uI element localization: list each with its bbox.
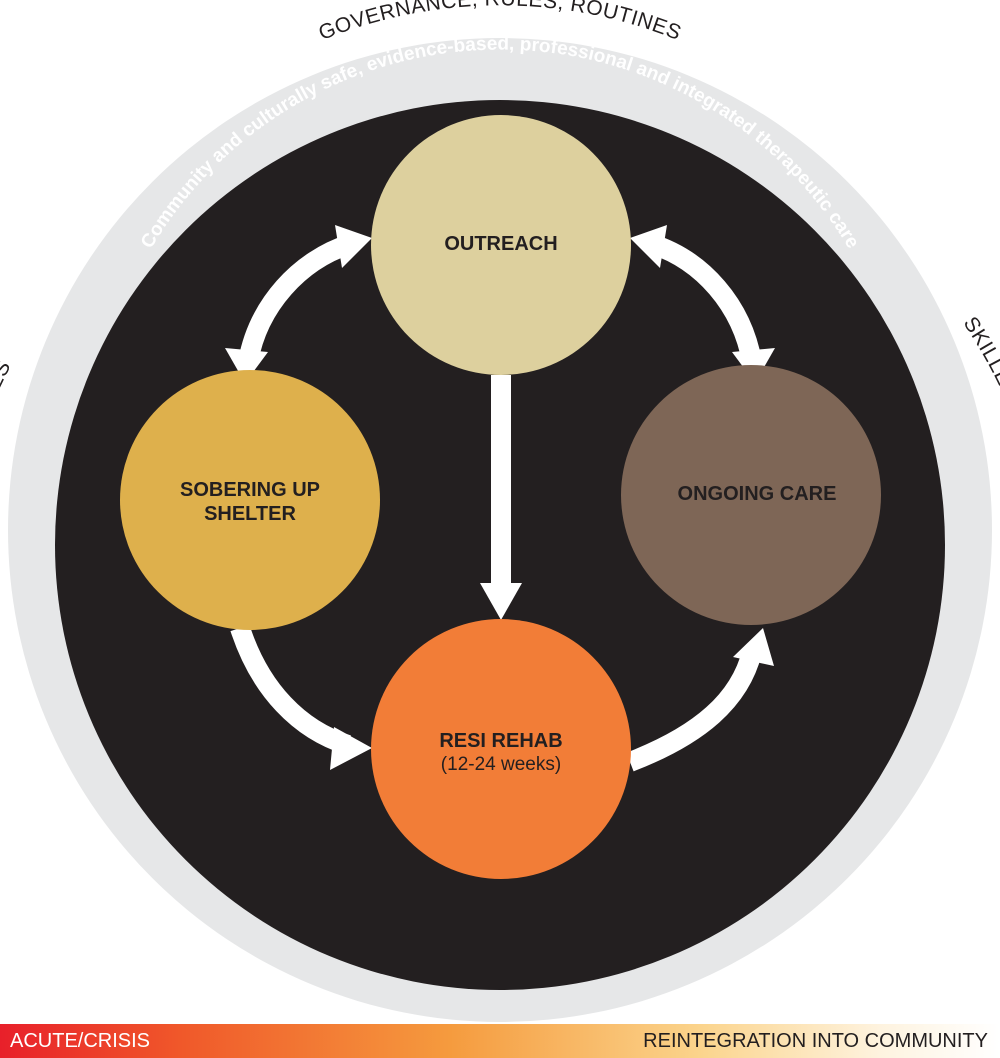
ongoing-circle (621, 365, 881, 625)
acute-to-reintegration-bar (0, 1024, 1000, 1058)
resi-label: RESI REHAB (439, 730, 562, 752)
arrowhead-outreach-resi (480, 583, 522, 620)
resi-circle (371, 619, 631, 879)
resi-sublabel: (12-24 weeks) (441, 754, 561, 775)
node-sobering-up-shelter: SOBERING UP SHELTER (120, 370, 380, 630)
arrow-outreach-sobering (238, 234, 354, 364)
node-resi-rehab: RESI REHAB (12-24 weeks) (371, 619, 631, 879)
arrow-outreach-ongoing (648, 234, 762, 364)
bar-label-acute-crisis: ACUTE/CRISIS (10, 1030, 151, 1052)
arrow-resi-ongoing (626, 649, 762, 772)
sobering-label-line2: SHELTER (204, 503, 296, 525)
arrowhead-outreach-sobering-top (335, 225, 372, 268)
arrowhead-resi-ongoing (733, 628, 774, 666)
arrowhead-sobering-resi (330, 727, 372, 770)
sobering-circle (120, 370, 380, 630)
arrows (225, 225, 775, 772)
outreach-label: OUTREACH (444, 233, 557, 255)
node-outreach: OUTREACH (371, 115, 631, 375)
arrow-sobering-resi (230, 624, 352, 755)
sobering-label-line1: SOBERING UP (180, 479, 320, 501)
care-cycle-diagram: GOVERNANCE, RULES, ROUTINES LINKS WITH O… (0, 0, 1000, 1022)
arrowhead-outreach-sobering-bottom (225, 348, 268, 383)
arrowhead-outreach-ongoing-top (630, 225, 667, 268)
bar-label-reintegration: REINTEGRATION INTO COMMUNITY (643, 1030, 988, 1052)
node-ongoing-care: ONGOING CARE (621, 365, 881, 625)
ongoing-label: ONGOING CARE (678, 483, 837, 505)
outreach-circle (371, 115, 631, 375)
